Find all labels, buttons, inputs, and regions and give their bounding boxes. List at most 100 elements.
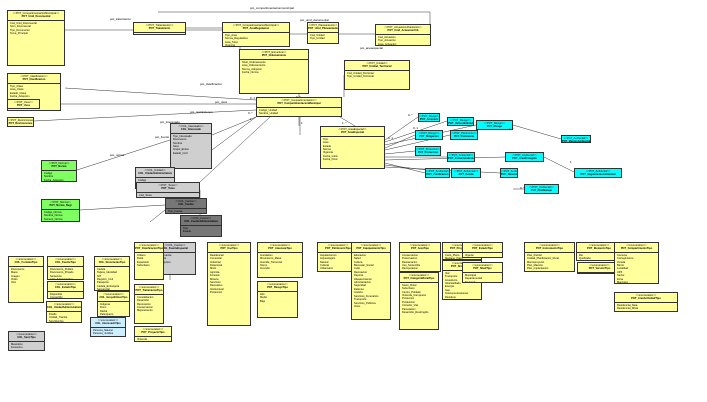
association-label: pot_areaespecial <box>360 46 383 50</box>
class-attribute: Macroproyecto <box>527 260 545 264</box>
class-box-cyan-5: <<POT_Patrimonio>>POT_PatrimonioTipo <box>450 130 478 140</box>
class-stereotype: <<enumeration>> <box>443 243 481 247</box>
class-title: COL_DocumentoTipo <box>95 261 129 267</box>
class-attribute: Preservacion <box>402 257 418 261</box>
class-attribute: Tema_Principal <box>10 32 28 36</box>
class-attributes: MasculinoFemeninoSin_Determinar <box>9 342 44 350</box>
class-attribute: Conservacion <box>402 253 418 257</box>
class-attribute: Vigencia <box>225 44 235 47</box>
class-attribute: Sismo <box>260 264 268 268</box>
class-title: POT_AreaProtegida <box>506 157 543 161</box>
class-attribute: Vivienda <box>137 337 147 341</box>
class-attribute: Masculino <box>11 342 23 346</box>
class-attribute: Transporte <box>445 275 458 279</box>
class-box-left-2: <<POT_Usos>>POT_UsosUso_PrincipalUso_Com… <box>7 99 40 109</box>
class-attribute: Proteccion <box>210 291 223 295</box>
class-title: POT_Reserva <box>501 173 517 177</box>
class-title: POT_Tratamiento <box>134 27 185 33</box>
class-box-lst-27: <<enumeration>>POT_ProyectoTipoViviendaI… <box>134 326 172 342</box>
class-attribute: Norma_Reguladora <box>225 37 248 41</box>
class-attribute: Forestal <box>210 274 220 278</box>
class-attribute: Nombre_Norma <box>44 214 63 218</box>
association-label: 1 <box>250 117 252 121</box>
class-attribute: Tarjeta_Identidad <box>97 271 117 275</box>
association-label: 0..* <box>408 113 413 117</box>
class-attribute: Industrial <box>210 260 221 264</box>
class-attribute: Codigo_Unidad <box>259 108 277 112</box>
class-attribute: Area_Ordenamiento <box>242 64 266 68</box>
class-attribute: Indigena <box>100 302 110 306</box>
class-stereotype: <<COL_Fuente>> <box>175 200 197 203</box>
class-stereotype: <<enumeration>> <box>101 258 123 261</box>
class-stereotype: <<POT_Ambiental>> <box>426 170 450 173</box>
class-attribute: Convertido <box>50 296 63 299</box>
class-title: COL_UnidadAdministrativa <box>136 172 174 178</box>
class-attribute: Nombre_Unidad <box>259 112 278 116</box>
class-attribute: Plan_Implantacion <box>527 267 549 271</box>
class-attribute: Tipo_Unidad_Territorial <box>347 75 374 79</box>
class-attribute: Grupo_Etnico <box>173 148 189 152</box>
association-label: pot_norma <box>110 153 125 157</box>
class-attribute: Femenino <box>11 346 23 350</box>
class-attribute: Estado <box>183 230 192 234</box>
class-attribute: Fecha_Norma <box>242 71 259 75</box>
class-attribute: Rrom <box>100 306 107 310</box>
class-stereotype: <<POT_Planeamiento>> <box>308 24 338 27</box>
class-attribute: Persona_Natural <box>93 328 113 332</box>
class-attribute: Servicios <box>210 281 221 285</box>
class-attribute: Corredor_Vial <box>402 304 418 308</box>
class-attribute: Mixto <box>210 267 217 271</box>
association-line <box>384 134 416 149</box>
class-stereotype: <<POT_Compartimentacion>> <box>281 99 317 102</box>
class-attributes: RioQuebradaHumedalLagunaCerroBosque <box>577 253 621 260</box>
class-box-cyan-6: <<POT_Proteccion>>POT_ProteccionTipo <box>415 146 441 156</box>
class-box-cyan-12: <<POT_Ambiental>>POT_PlanManejoTipo <box>524 184 559 194</box>
class-stereotype: <<enumeration>> <box>103 293 124 296</box>
class-attribute: Rio <box>579 253 583 257</box>
class-stereotype: <<enumeration>> <box>218 244 240 247</box>
class-attribute: Cod_Unidad_Territorial <box>347 71 374 75</box>
class-attribute: Recreativo <box>210 284 223 288</box>
class-title: POT_Zonificacion <box>426 173 449 177</box>
class-attribute: Documento_Privado <box>50 271 74 275</box>
association-line <box>199 116 271 183</box>
class-attribute: Otro <box>11 281 17 285</box>
class-stereotype: <<POT_Unidad>> <box>366 62 388 65</box>
association-line <box>384 156 506 161</box>
class-attribute: Barrio <box>617 264 624 268</box>
class-attribute: Agricola <box>210 270 220 274</box>
class-attribute: Plan_Parcial <box>527 253 542 257</box>
class-title: POT_Amenaza <box>419 118 439 121</box>
class-attributes: Persona_NaturalPersona_JuridicaAgrupacio… <box>91 328 125 336</box>
class-attribute: Localidad <box>617 267 629 271</box>
class-attribute: Cod_Unid_Documental <box>10 21 37 25</box>
class-attribute: Abastecimiento <box>354 277 372 281</box>
class-title: COL_SexoTipo <box>9 336 44 342</box>
class-attribute: Acueducto <box>445 278 458 282</box>
class-attribute: Fecha <box>168 213 204 214</box>
class-attribute: Residencial_Mixta <box>617 307 639 311</box>
class-attributes: MunicipalDepartamentalNacionalRegional <box>463 273 502 282</box>
association-line <box>512 124 562 140</box>
class-attribute: Tipo_Fuente <box>168 209 183 213</box>
class-attribute: Arqueologico <box>320 257 336 261</box>
class-title: POT_CategoriaRuralTipo <box>400 277 438 283</box>
class-attribute: Residuos <box>445 295 456 299</box>
class-attribute: Uso_Sostenible <box>402 264 421 268</box>
